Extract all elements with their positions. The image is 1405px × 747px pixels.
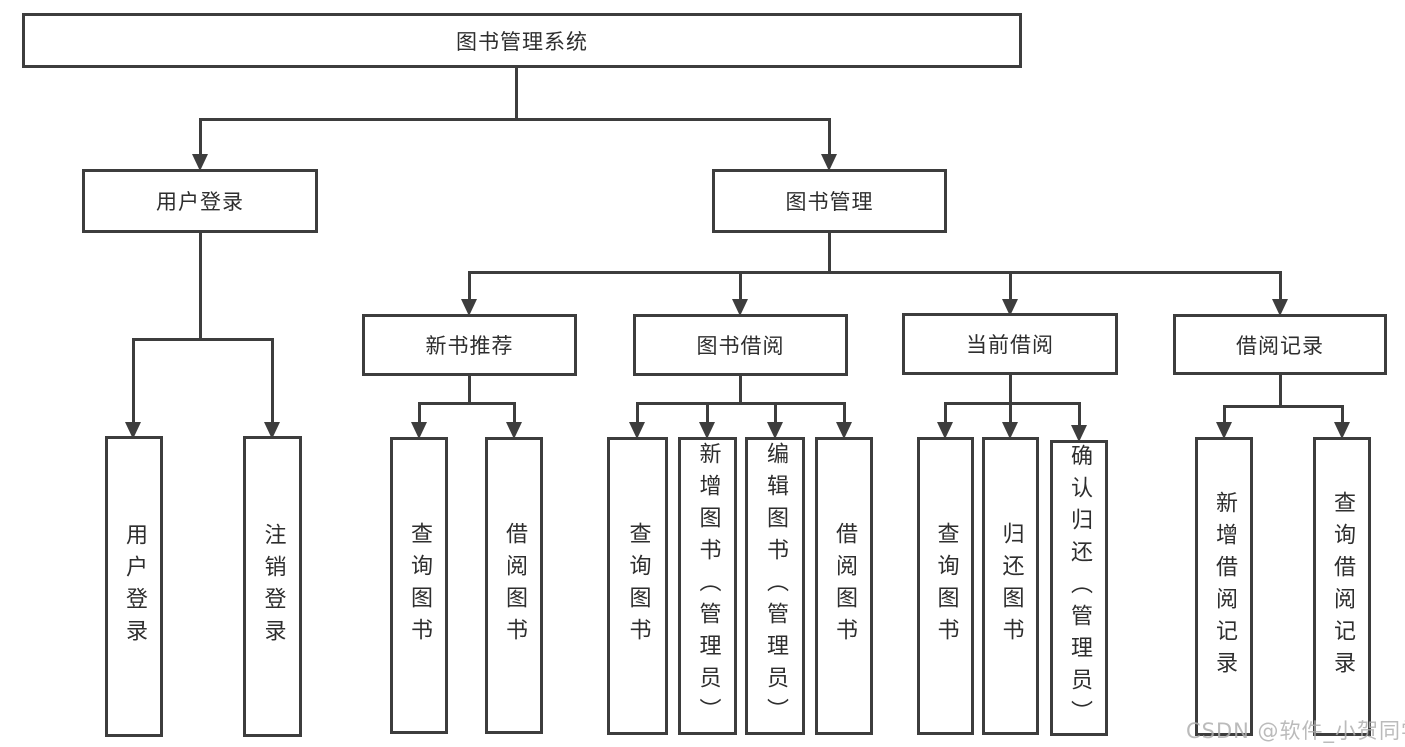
- connector-line: [827, 118, 831, 158]
- arrow-down-icon: [1071, 425, 1087, 442]
- connector-line: [131, 338, 274, 341]
- connector-line: [827, 231, 831, 274]
- arrow-down-icon: [821, 154, 837, 171]
- arrow-down-icon: [1216, 422, 1232, 439]
- connector-line: [512, 402, 516, 426]
- connector-line: [198, 118, 831, 121]
- leaf-br-query-record: 查询借阅记录: [1313, 437, 1371, 736]
- arrow-down-icon: [767, 422, 783, 439]
- connector-line: [131, 338, 135, 426]
- connector-line: [1077, 402, 1081, 429]
- watermark: CSDN @软件_小贺同学: [1186, 719, 1405, 743]
- node-label: 借阅记录: [1236, 333, 1324, 358]
- node-label: 用户登录: [156, 190, 244, 214]
- leaf-bb-borrow-books: 借阅图书: [815, 437, 873, 735]
- connector-line: [738, 271, 742, 303]
- leaf-nb-query-books: 查询图书: [390, 437, 448, 734]
- connector-line: [1222, 405, 1344, 408]
- arrow-down-icon: [411, 422, 427, 439]
- arrow-down-icon: [732, 299, 748, 316]
- connector-line: [943, 402, 947, 426]
- leaf-label: 查询图书: [407, 521, 432, 650]
- leaf-cb-return-books: 归还图书: [982, 437, 1039, 735]
- connector-line: [467, 271, 471, 303]
- leaf-bb-add-books-admin: 新增图书（管理员）: [678, 437, 737, 735]
- connector-line: [635, 402, 846, 405]
- arrow-down-icon: [125, 422, 141, 439]
- connector-line: [514, 66, 518, 121]
- leaf-label: 确认归还（管理员）: [1067, 444, 1092, 732]
- node-library-management-system: 图书管理系统: [22, 13, 1022, 68]
- arrow-down-icon: [1002, 299, 1018, 316]
- connector-line: [705, 402, 709, 426]
- node-current-borrow: 当前借阅: [902, 313, 1118, 375]
- connector-line: [1222, 405, 1226, 426]
- arrow-down-icon: [699, 422, 715, 439]
- arrow-down-icon: [836, 422, 852, 439]
- connector-line: [773, 402, 777, 426]
- leaf-label: 新增借阅记录: [1212, 490, 1237, 683]
- node-new-book-recommend: 新书推荐: [362, 314, 577, 376]
- leaf-bb-edit-books-admin: 编辑图书（管理员）: [745, 437, 805, 735]
- leaf-label: 借阅图书: [832, 522, 857, 650]
- leaf-label: 注销登录: [260, 522, 286, 651]
- node-label: 新书推荐: [425, 334, 514, 358]
- arrow-down-icon: [1002, 422, 1018, 439]
- connector-line: [842, 402, 846, 426]
- connector-line: [198, 231, 202, 341]
- node-borrow-records: 借阅记录: [1173, 314, 1387, 375]
- leaf-label: 查询图书: [933, 522, 959, 650]
- arrow-down-icon: [1334, 422, 1350, 439]
- connector-line: [738, 374, 742, 405]
- connector-line: [467, 271, 1282, 274]
- leaf-nb-borrow-books: 借阅图书: [485, 437, 543, 734]
- arrow-down-icon: [192, 154, 208, 171]
- leaf-cb-confirm-return-admin: 确认归还（管理员）: [1050, 440, 1108, 736]
- arrow-down-icon: [506, 422, 522, 439]
- connector-line: [635, 402, 639, 426]
- leaf-bb-query-books: 查询图书: [607, 437, 668, 735]
- leaf-user-login: 用户登录: [105, 436, 163, 737]
- connector-line: [270, 338, 274, 426]
- leaf-label: 新增图书（管理员）: [695, 442, 721, 730]
- leaf-label: 用户登录: [122, 522, 147, 651]
- node-book-borrow: 图书借阅: [633, 314, 848, 376]
- connector-line: [943, 402, 1081, 405]
- connector-line: [417, 402, 516, 405]
- connector-line: [1008, 402, 1012, 426]
- connector-line: [1340, 405, 1344, 426]
- connector-line: [417, 402, 421, 426]
- connector-line: [198, 118, 202, 158]
- connector-line: [1008, 374, 1012, 405]
- connector-line: [1008, 271, 1012, 303]
- node-book-management: 图书管理: [712, 169, 947, 233]
- arrow-down-icon: [629, 422, 645, 439]
- leaf-label: 编辑图书（管理员）: [763, 442, 788, 730]
- connector-line: [1278, 271, 1282, 303]
- leaf-br-add-record: 新增借阅记录: [1195, 437, 1253, 736]
- node-label: 当前借阅: [966, 333, 1054, 357]
- arrow-down-icon: [1272, 299, 1288, 316]
- leaf-label: 归还图书: [998, 522, 1024, 650]
- arrow-down-icon: [461, 299, 477, 316]
- node-label: 图书管理系统: [456, 29, 588, 54]
- leaf-logout: 注销登录: [243, 436, 302, 737]
- connector-line: [1278, 374, 1282, 408]
- arrow-down-icon: [937, 422, 953, 439]
- leaf-cb-query-books: 查询图书: [917, 437, 974, 735]
- connector-line: [467, 374, 471, 405]
- node-user-login: 用户登录: [82, 169, 318, 233]
- leaf-label: 查询图书: [625, 522, 651, 650]
- arrow-down-icon: [264, 422, 280, 439]
- node-label: 图书管理: [785, 190, 874, 214]
- node-label: 图书借阅: [696, 334, 785, 358]
- leaf-label: 查询借阅记录: [1330, 490, 1355, 683]
- leaf-label: 借阅图书: [502, 521, 527, 650]
